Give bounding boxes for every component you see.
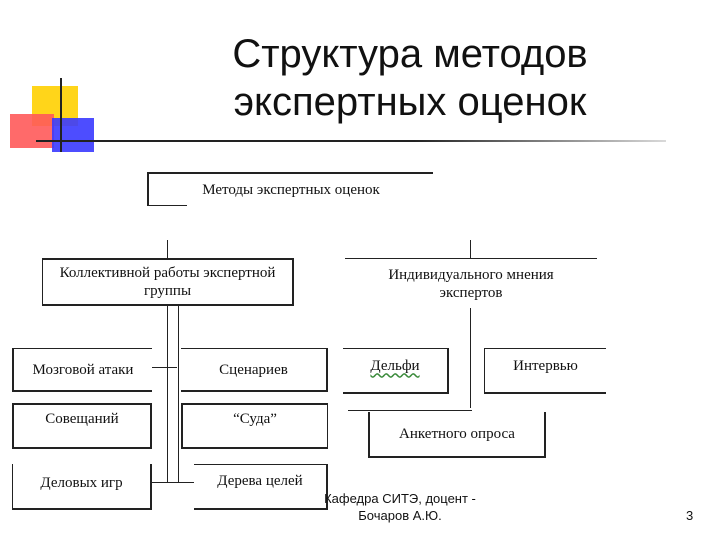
method-brainstorm-label: Мозговой атаки [32,361,134,378]
slide-title-line-2: экспертных оценок [233,80,587,124]
individual-ground [348,410,472,411]
branch-collective-label: Коллективной работы экспертной группы [59,265,276,299]
logo-red-square [10,114,54,148]
method-business-games: Деловых игр [12,464,152,510]
branch-individual: Индивидуального мнения экспертов [345,258,597,308]
method-meetings: Совещаний [12,403,152,449]
method-goal-tree-label: Дерева целей [217,472,303,489]
tick-business-games [152,482,194,483]
method-interview: Интервью [484,348,606,394]
collective-trunk-2 [178,306,179,482]
root-node: Методы экспертных оценок [147,172,433,206]
footer-author: Кафедра СИТЭ, доцент - Бочаров А.Ю. [324,491,476,523]
method-delphi: Дельфи [343,348,449,394]
branch-collective: Коллективной работы экспертной группы [42,258,294,306]
individual-trunk [470,308,471,408]
method-business-games-label: Деловых игр [40,475,123,491]
root-bottom-edge [147,205,187,206]
connector-root-to-collective [167,240,168,258]
logo-vertical-line [60,78,62,152]
page-number: 3 [686,508,694,523]
slide-title-line-1: Структура методов [232,32,588,76]
method-scenarios-label: Сценариев [219,361,288,378]
root-node-label: Методы экспертных оценок [202,182,380,198]
branch-individual-label: Индивидуального мнения экспертов [388,266,554,301]
method-interview-label: Интервью [513,357,578,374]
slide-title: Структура методов экспертных оценок [120,30,700,126]
method-court: “Суда” [181,403,328,449]
connector-root-to-individual [470,240,471,258]
logo-blue-square [52,118,94,152]
collective-trunk [167,306,168,482]
method-delphi-label: Дельфи [370,357,420,374]
method-goal-tree: Дерева целей [194,464,328,510]
tick-brainstorm [152,367,177,368]
method-questionnaire: Анкетного опроса [368,412,546,458]
method-questionnaire-label: Анкетного опроса [399,426,515,442]
method-brainstorm: Мозговой атаки [12,348,152,392]
method-scenarios: Сценариев [181,348,328,392]
method-meetings-label: Совещаний [45,411,119,427]
title-underline [36,140,666,142]
method-court-label: “Суда” [233,411,277,427]
